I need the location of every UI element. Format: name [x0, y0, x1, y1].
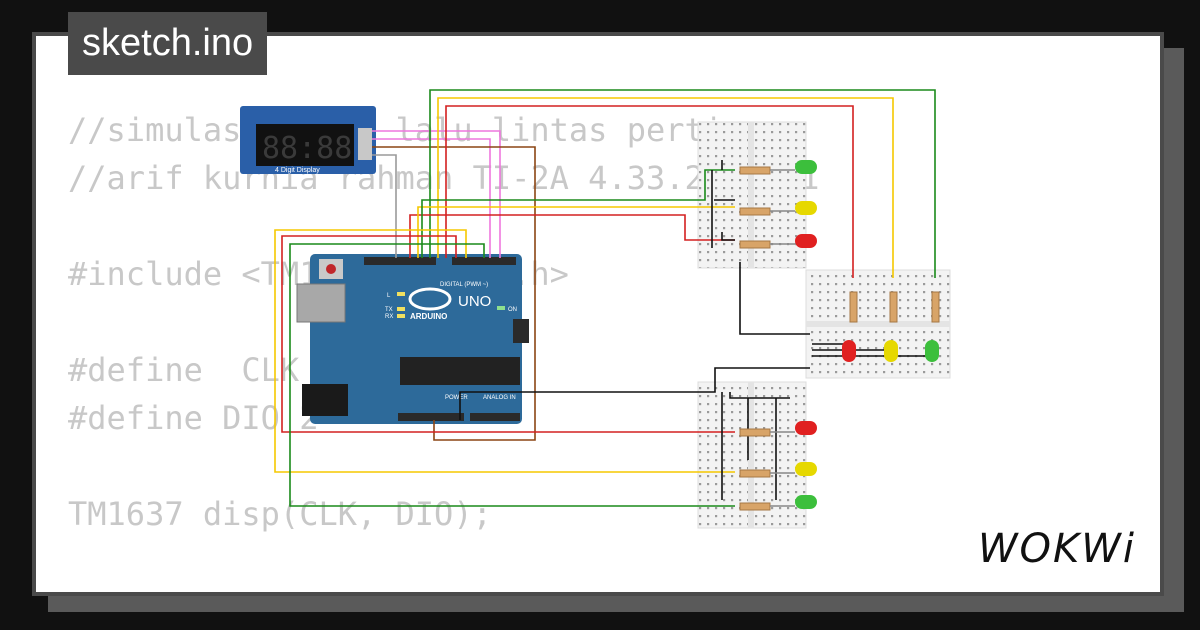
resistor [931, 291, 940, 323]
wire-yellow-top [437, 97, 894, 278]
resistor [739, 166, 771, 175]
resistor [849, 291, 858, 323]
code-line: int merah1 = 9; [68, 591, 357, 592]
analog-header [470, 413, 520, 421]
traffic-light-top[interactable] [739, 160, 817, 249]
tx-label: TX [385, 307, 393, 313]
code-line: TM1637 disp(CLK, DIO); [68, 495, 492, 533]
led-yellow[interactable] [884, 340, 898, 362]
board-brand: ARDUINO [410, 312, 447, 321]
wire-display-dio [372, 138, 491, 258]
led-green[interactable] [795, 495, 817, 509]
display-window [256, 124, 354, 166]
digital-header-right [452, 257, 516, 265]
wire-display-gnd [372, 154, 397, 258]
on-label: ON [508, 307, 517, 313]
on-led [497, 306, 505, 310]
analog-label: ANALOG IN [483, 395, 516, 401]
traffic-light-right[interactable] [842, 291, 940, 362]
led-yellow[interactable] [795, 201, 817, 215]
wire-display-vcc [372, 146, 536, 441]
display-digits: 88:88 [262, 131, 352, 166]
resistor-leads [770, 169, 795, 245]
led-red[interactable] [795, 234, 817, 248]
board-name: UNO [458, 293, 491, 310]
resistor [739, 428, 771, 437]
rx-led [397, 314, 405, 318]
l-led [397, 292, 405, 296]
wire-green-top [429, 89, 936, 278]
tx-led [397, 307, 405, 311]
power-label: POWER [445, 395, 468, 401]
icsp-header [513, 319, 529, 343]
tm1637-display[interactable]: 88:88 4 Digit Display [240, 106, 376, 174]
digital-header-left [364, 257, 436, 265]
led-yellow[interactable] [795, 462, 817, 476]
wire-yellow-bottom [274, 229, 735, 473]
breadboard-right[interactable] [805, 269, 951, 379]
reset-button[interactable] [326, 264, 336, 274]
usb-port [296, 283, 346, 323]
power-header [398, 413, 464, 421]
wire-red-left [409, 214, 735, 258]
arduino-uno-board[interactable]: UNO ARDUINO DIGITAL (PWM ~) POWER ANALOG… [296, 254, 529, 424]
wire-red-top [445, 105, 854, 278]
digital-label: DIGITAL (PWM ~) [440, 282, 488, 288]
led-red[interactable] [795, 421, 817, 435]
microcontroller-chip [400, 357, 520, 385]
led-green[interactable] [795, 160, 817, 174]
wire-ground-red [721, 232, 735, 241]
wire-green-left [421, 169, 735, 258]
resistor [739, 240, 771, 249]
wire-ground-main [459, 367, 810, 420]
wire-ground-bottom-a [729, 392, 790, 399]
wire-ground-top [739, 262, 810, 335]
wire-green-bottom [289, 243, 735, 507]
resistor [739, 207, 771, 216]
wokwi-logo: WOKWi [978, 526, 1136, 572]
display-label: 4 Digit Display [275, 167, 320, 174]
resistor [889, 291, 898, 323]
traffic-light-bottom[interactable] [739, 421, 817, 511]
arduino-logo [408, 287, 452, 311]
led-green[interactable] [925, 340, 939, 362]
display-pin-header [358, 128, 372, 160]
led-red[interactable] [842, 340, 856, 362]
breadboard-bottom[interactable] [697, 381, 807, 529]
code-line: #define DIO 2 [68, 399, 319, 437]
l-label: L [387, 293, 391, 299]
resistor [739, 469, 771, 478]
sketch-file-tab[interactable]: sketch.ino [68, 12, 268, 75]
wires [274, 89, 936, 507]
rx-label: RX [385, 314, 393, 320]
resistor-leads [770, 431, 795, 507]
wire-yellow-left [417, 206, 735, 258]
wire-display-clk [372, 130, 501, 258]
power-jack [302, 384, 348, 416]
resistor [739, 502, 771, 511]
